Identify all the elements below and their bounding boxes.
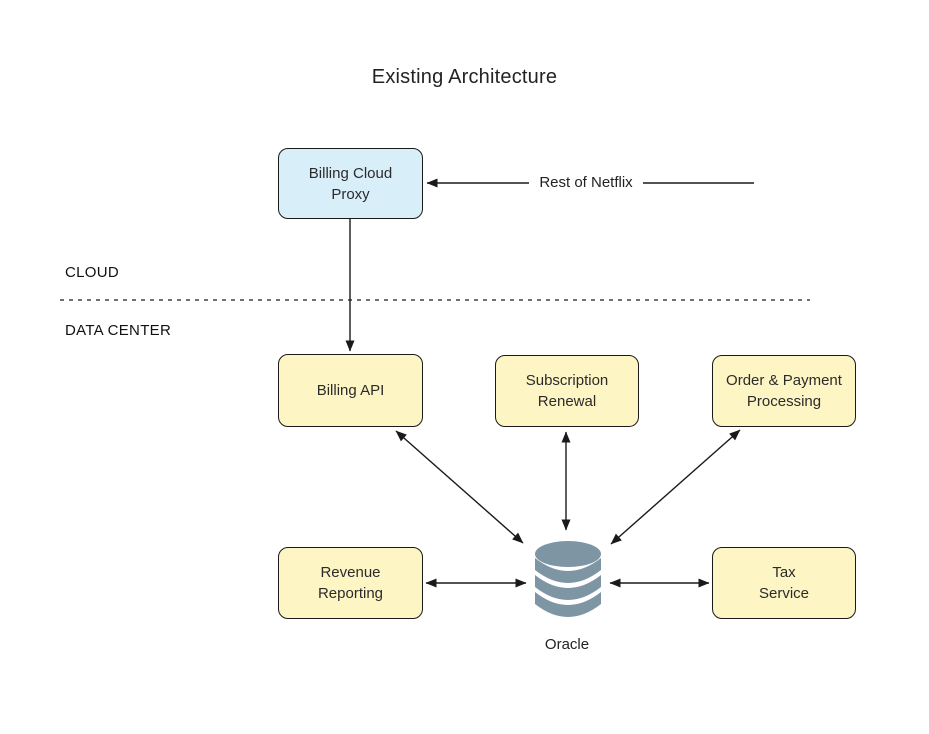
- node-order-payment-processing: Order & Payment Processing: [712, 355, 856, 427]
- node-revenue-reporting: Revenue Reporting: [278, 547, 423, 619]
- oracle-db-label: Oracle: [544, 636, 590, 653]
- diagram-title: Existing Architecture: [371, 66, 558, 88]
- node-billing-api: Billing API: [278, 354, 423, 427]
- node-billing-cloud-proxy-label: Billing Cloud Proxy: [308, 164, 393, 203]
- node-revenue-reporting-label: Revenue Reporting: [317, 564, 384, 602]
- datacenter-zone-label: DATA CENTER: [65, 322, 172, 339]
- node-billing-api-label: Billing API: [316, 382, 385, 399]
- connector-billing-api-oracle: [395, 430, 524, 544]
- node-tax-service-label: Tax Service: [758, 564, 810, 602]
- cloud-zone-label: CLOUD: [65, 264, 120, 281]
- connector-order-payment-oracle: [610, 429, 741, 545]
- node-tax-service: Tax Service: [712, 547, 856, 619]
- rest-of-netflix-label: Rest of Netflix: [539, 174, 633, 191]
- node-subscription-renewal: Subscription Renewal: [495, 355, 639, 427]
- node-subscription-renewal-label: Subscription Renewal: [525, 372, 609, 410]
- oracle-database-icon: [535, 541, 601, 617]
- node-order-payment-processing-label: Order & Payment Processing: [726, 372, 842, 410]
- node-billing-cloud-proxy: Billing Cloud Proxy: [278, 148, 423, 219]
